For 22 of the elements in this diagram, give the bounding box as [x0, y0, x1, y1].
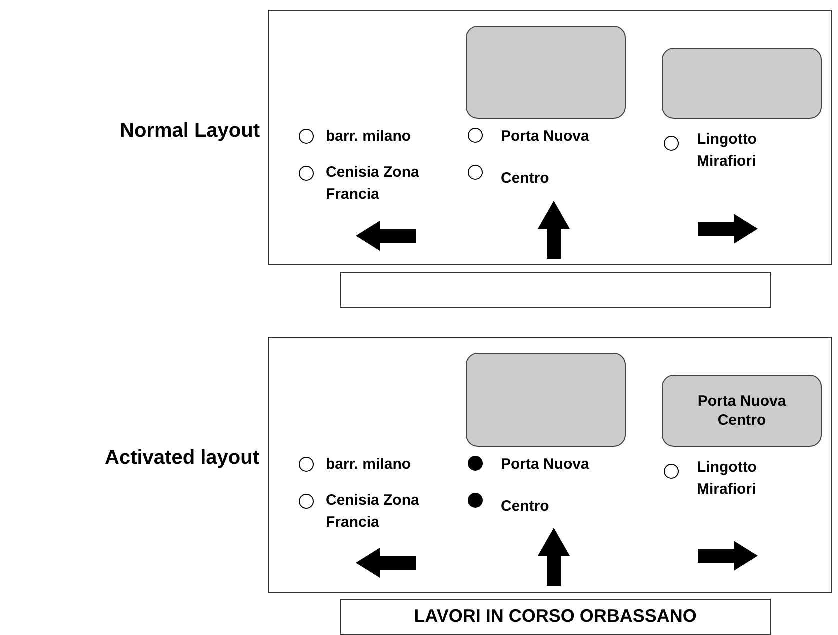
display-screen — [662, 48, 822, 119]
destination-label: barr. milano — [326, 127, 412, 147]
destination-label: Centro — [501, 497, 550, 517]
destination-label: Centro — [501, 169, 550, 189]
destination-label: Lingotto Mirafiori — [697, 458, 758, 500]
sign-panel — [268, 10, 832, 265]
destination-label: Porta Nuova — [501, 455, 590, 475]
destination-label: Cenisia Zona Francia — [326, 163, 420, 205]
destination-label: Lingotto Mirafiori — [697, 130, 758, 172]
message-bar — [340, 599, 771, 635]
message-text: LAVORI IN CORSO ORBASSANO — [414, 605, 697, 628]
sign-panel — [268, 337, 832, 593]
display-screen — [466, 26, 626, 119]
layout-heading: Activated layout — [105, 447, 260, 470]
display-text: Porta Nuova Centro — [696, 392, 788, 430]
message-bar — [340, 272, 771, 308]
display-screen — [662, 375, 822, 447]
layout-heading: Normal Layout — [120, 120, 260, 143]
display-screen — [466, 353, 626, 447]
destination-label: Cenisia Zona Francia — [326, 491, 420, 533]
destination-label: Porta Nuova — [501, 127, 590, 147]
destination-label: barr. milano — [326, 455, 412, 475]
